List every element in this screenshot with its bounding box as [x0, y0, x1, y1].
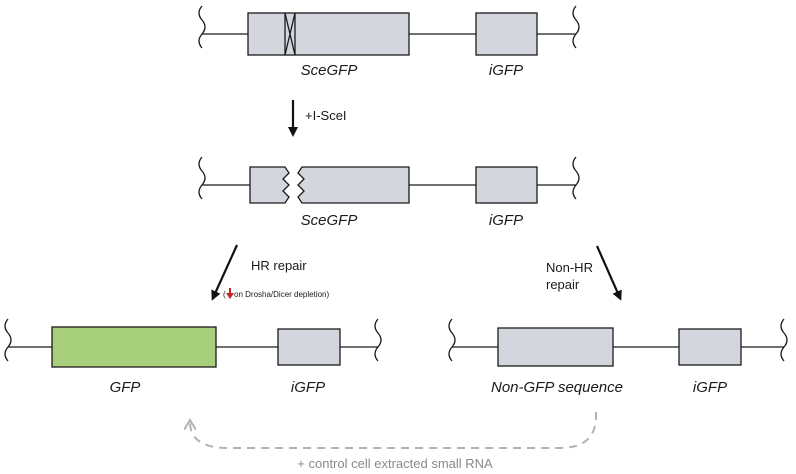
igfp-box [678, 328, 742, 366]
iscei-label: +I-SceI [305, 108, 347, 123]
dna-end-right [780, 318, 788, 362]
scegfp-label: SceGFP [301, 212, 358, 229]
gfp-box [51, 326, 217, 368]
hr-repair-arrow [211, 244, 239, 301]
rescue-label: + control cell extracted small RNA [297, 456, 493, 471]
iscei-site-mark [284, 12, 296, 56]
igfp-box [475, 12, 538, 56]
red-down-arrow-icon [226, 288, 234, 299]
top-construct: SceGFP iGFP [198, 5, 580, 79]
rescue-dashed-arrow [190, 411, 598, 449]
dna-end-left [4, 318, 12, 362]
hr-note-text: on Drosha/Dicer depletion) [234, 290, 329, 299]
scegfp-label: SceGFP [301, 62, 358, 79]
hr-product-construct: GFP iGFP [4, 318, 382, 396]
dna-end-right [374, 318, 382, 362]
nonhr-product-construct: Non-GFP sequence iGFP [448, 318, 788, 396]
nonhr-repair-arrow [595, 245, 622, 301]
dna-end-left [198, 5, 206, 49]
non-gfp-box [497, 327, 614, 367]
dna-end-left [448, 318, 456, 362]
scegfp-fragment-right [297, 166, 410, 204]
scegfp-fragment-left [249, 166, 290, 204]
dna-end-left [198, 156, 206, 200]
igfp-box [475, 166, 538, 204]
nonhr-label-line1: Non-HR [546, 260, 593, 275]
igfp-label: iGFP [291, 379, 325, 396]
igfp-box [277, 328, 341, 366]
dna-end-right [572, 156, 580, 200]
hr-note-paren: ( [223, 290, 226, 299]
igfp-label: iGFP [489, 212, 523, 229]
igfp-label: iGFP [489, 62, 523, 79]
hr-repair-label: HR repair [251, 258, 307, 273]
gfp-label: GFP [110, 379, 141, 396]
cut-construct: SceGFP iGFP [198, 156, 580, 229]
non-gfp-label: Non-GFP sequence [491, 379, 623, 396]
scegfp-box [247, 12, 410, 56]
dna-end-right [572, 5, 580, 49]
igfp-label: iGFP [693, 379, 727, 396]
nonhr-label-line2: repair [546, 277, 580, 292]
